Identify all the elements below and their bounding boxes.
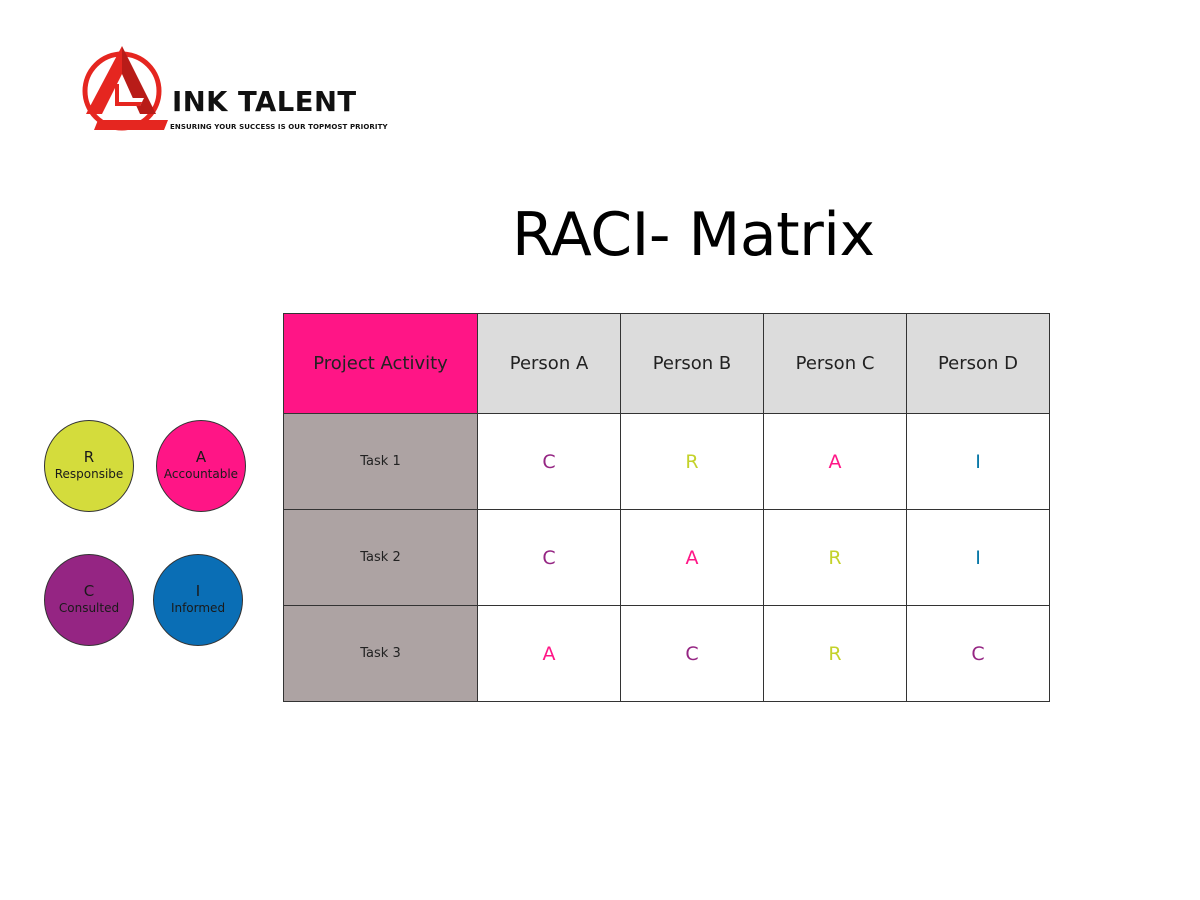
legend-informed: I Informed [153,554,243,646]
legend-letter: I [195,582,201,600]
link-talent-logo: INK TALENT ENSURING YOUR SUCCESS IS OUR … [82,44,392,136]
person-c-header: Person C [763,313,907,414]
logo-name: INK TALENT [172,85,357,118]
legend-letter: A [195,448,207,466]
page-title: RACI- Matrix [512,200,875,270]
table-row: Task 2 C A R I [283,509,1050,606]
legend-word: Informed [170,601,226,615]
logo-tagline: ENSURING YOUR SUCCESS IS OUR TOPMOST PRI… [170,123,388,131]
legend-word: Responsibe [54,467,124,481]
raci-cell: R [763,605,907,702]
raci-cell: C [477,413,621,510]
logo-emblem-icon [82,46,168,131]
raci-matrix-table: Project Activity Person A Person B Perso… [283,313,1050,702]
legend-letter: R [83,448,95,466]
raci-cell: I [906,413,1050,510]
person-d-header: Person D [906,313,1050,414]
raci-cell: R [620,413,764,510]
raci-cell: A [763,413,907,510]
raci-cell: A [620,509,764,606]
raci-cell: C [620,605,764,702]
raci-cell: R [763,509,907,606]
table-row: Task 3 A C R C [283,605,1050,702]
header-row: Project Activity Person A Person B Perso… [283,313,1050,414]
legend-accountable: A Accountable [156,420,246,512]
raci-cell: A [477,605,621,702]
person-b-header: Person B [620,313,764,414]
legend-letter: C [83,582,95,600]
raci-cell: I [906,509,1050,606]
person-a-header: Person A [477,313,621,414]
task-label: Task 1 [283,413,478,510]
project-activity-header: Project Activity [283,313,478,414]
table-row: Task 1 C R A I [283,413,1050,510]
task-label: Task 3 [283,605,478,702]
raci-cell: C [906,605,1050,702]
legend-responsible: R Responsibe [44,420,134,512]
legend-word: Consulted [58,601,120,615]
legend-consulted: C Consulted [44,554,134,646]
raci-cell: C [477,509,621,606]
task-label: Task 2 [283,509,478,606]
legend-word: Accountable [163,467,239,481]
